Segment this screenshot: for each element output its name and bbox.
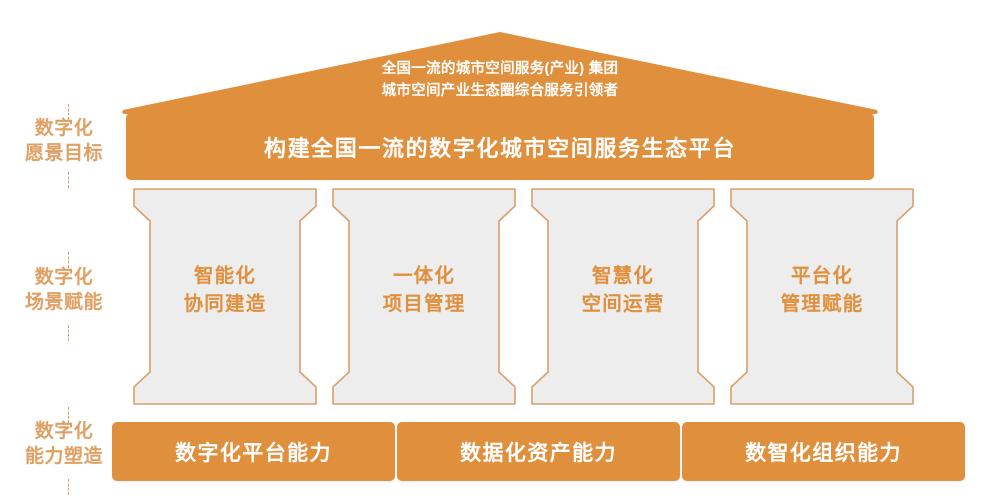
tier-label-scenario-line2: 场景赋能 xyxy=(24,292,103,314)
tier-label-vision-line2: 愿景目标 xyxy=(24,143,103,165)
base-box-1-label: 数字化平台能力 xyxy=(175,441,332,465)
tier-label-capability: 数字化 能力塑造 xyxy=(12,419,116,469)
pillar-smart-space-operation: 智慧化 空间运营 xyxy=(530,188,716,405)
tier-divider-scenario-top xyxy=(68,252,69,268)
base-box-digital-platform-capability: 数字化平台能力 xyxy=(112,422,395,481)
roof-shape xyxy=(122,32,878,114)
tier-divider-top xyxy=(68,104,69,120)
pillar-3-shape xyxy=(531,188,715,405)
vision-banner-title: 构建全国一流的数字化城市空间服务生态平台 xyxy=(263,135,736,161)
tier-label-capability-line2: 能力塑造 xyxy=(24,446,103,468)
tier-label-scenario-line1: 数字化 xyxy=(34,267,94,288)
tier-label-capability-line1: 数字化 xyxy=(34,421,94,442)
tier-label-vision-line1: 数字化 xyxy=(34,118,94,139)
base-box-3-label: 数智化组织能力 xyxy=(745,441,902,465)
pillar-intelligent-construction: 智能化 协同建造 xyxy=(132,188,318,405)
base-box-2-label: 数据化资产能力 xyxy=(460,441,617,465)
tier-label-scenario: 数字化 场景赋能 xyxy=(12,265,116,315)
tier-divider-vision-bottom xyxy=(68,172,69,188)
pillar-integrated-project-management: 一体化 项目管理 xyxy=(331,188,517,405)
base-box-digital-intelligence-org-capability: 数智化组织能力 xyxy=(682,422,965,481)
tier-label-vision: 数字化 愿景目标 xyxy=(12,116,116,166)
roof-pediment xyxy=(122,32,878,114)
tier-divider-capability-top xyxy=(68,407,69,423)
pillar-platform-management-empowerment: 平台化 管理赋能 xyxy=(729,188,915,405)
pillar-1-shape xyxy=(133,188,317,405)
pillar-4-shape xyxy=(730,188,914,405)
base-box-data-asset-capability: 数据化资产能力 xyxy=(397,422,680,481)
vision-banner: 构建全国一流的数字化城市空间服务生态平台 xyxy=(126,113,874,180)
pillar-2-shape xyxy=(332,188,516,405)
tier-divider-bottom xyxy=(68,479,69,495)
tier-divider-scenario-bottom xyxy=(68,325,69,341)
